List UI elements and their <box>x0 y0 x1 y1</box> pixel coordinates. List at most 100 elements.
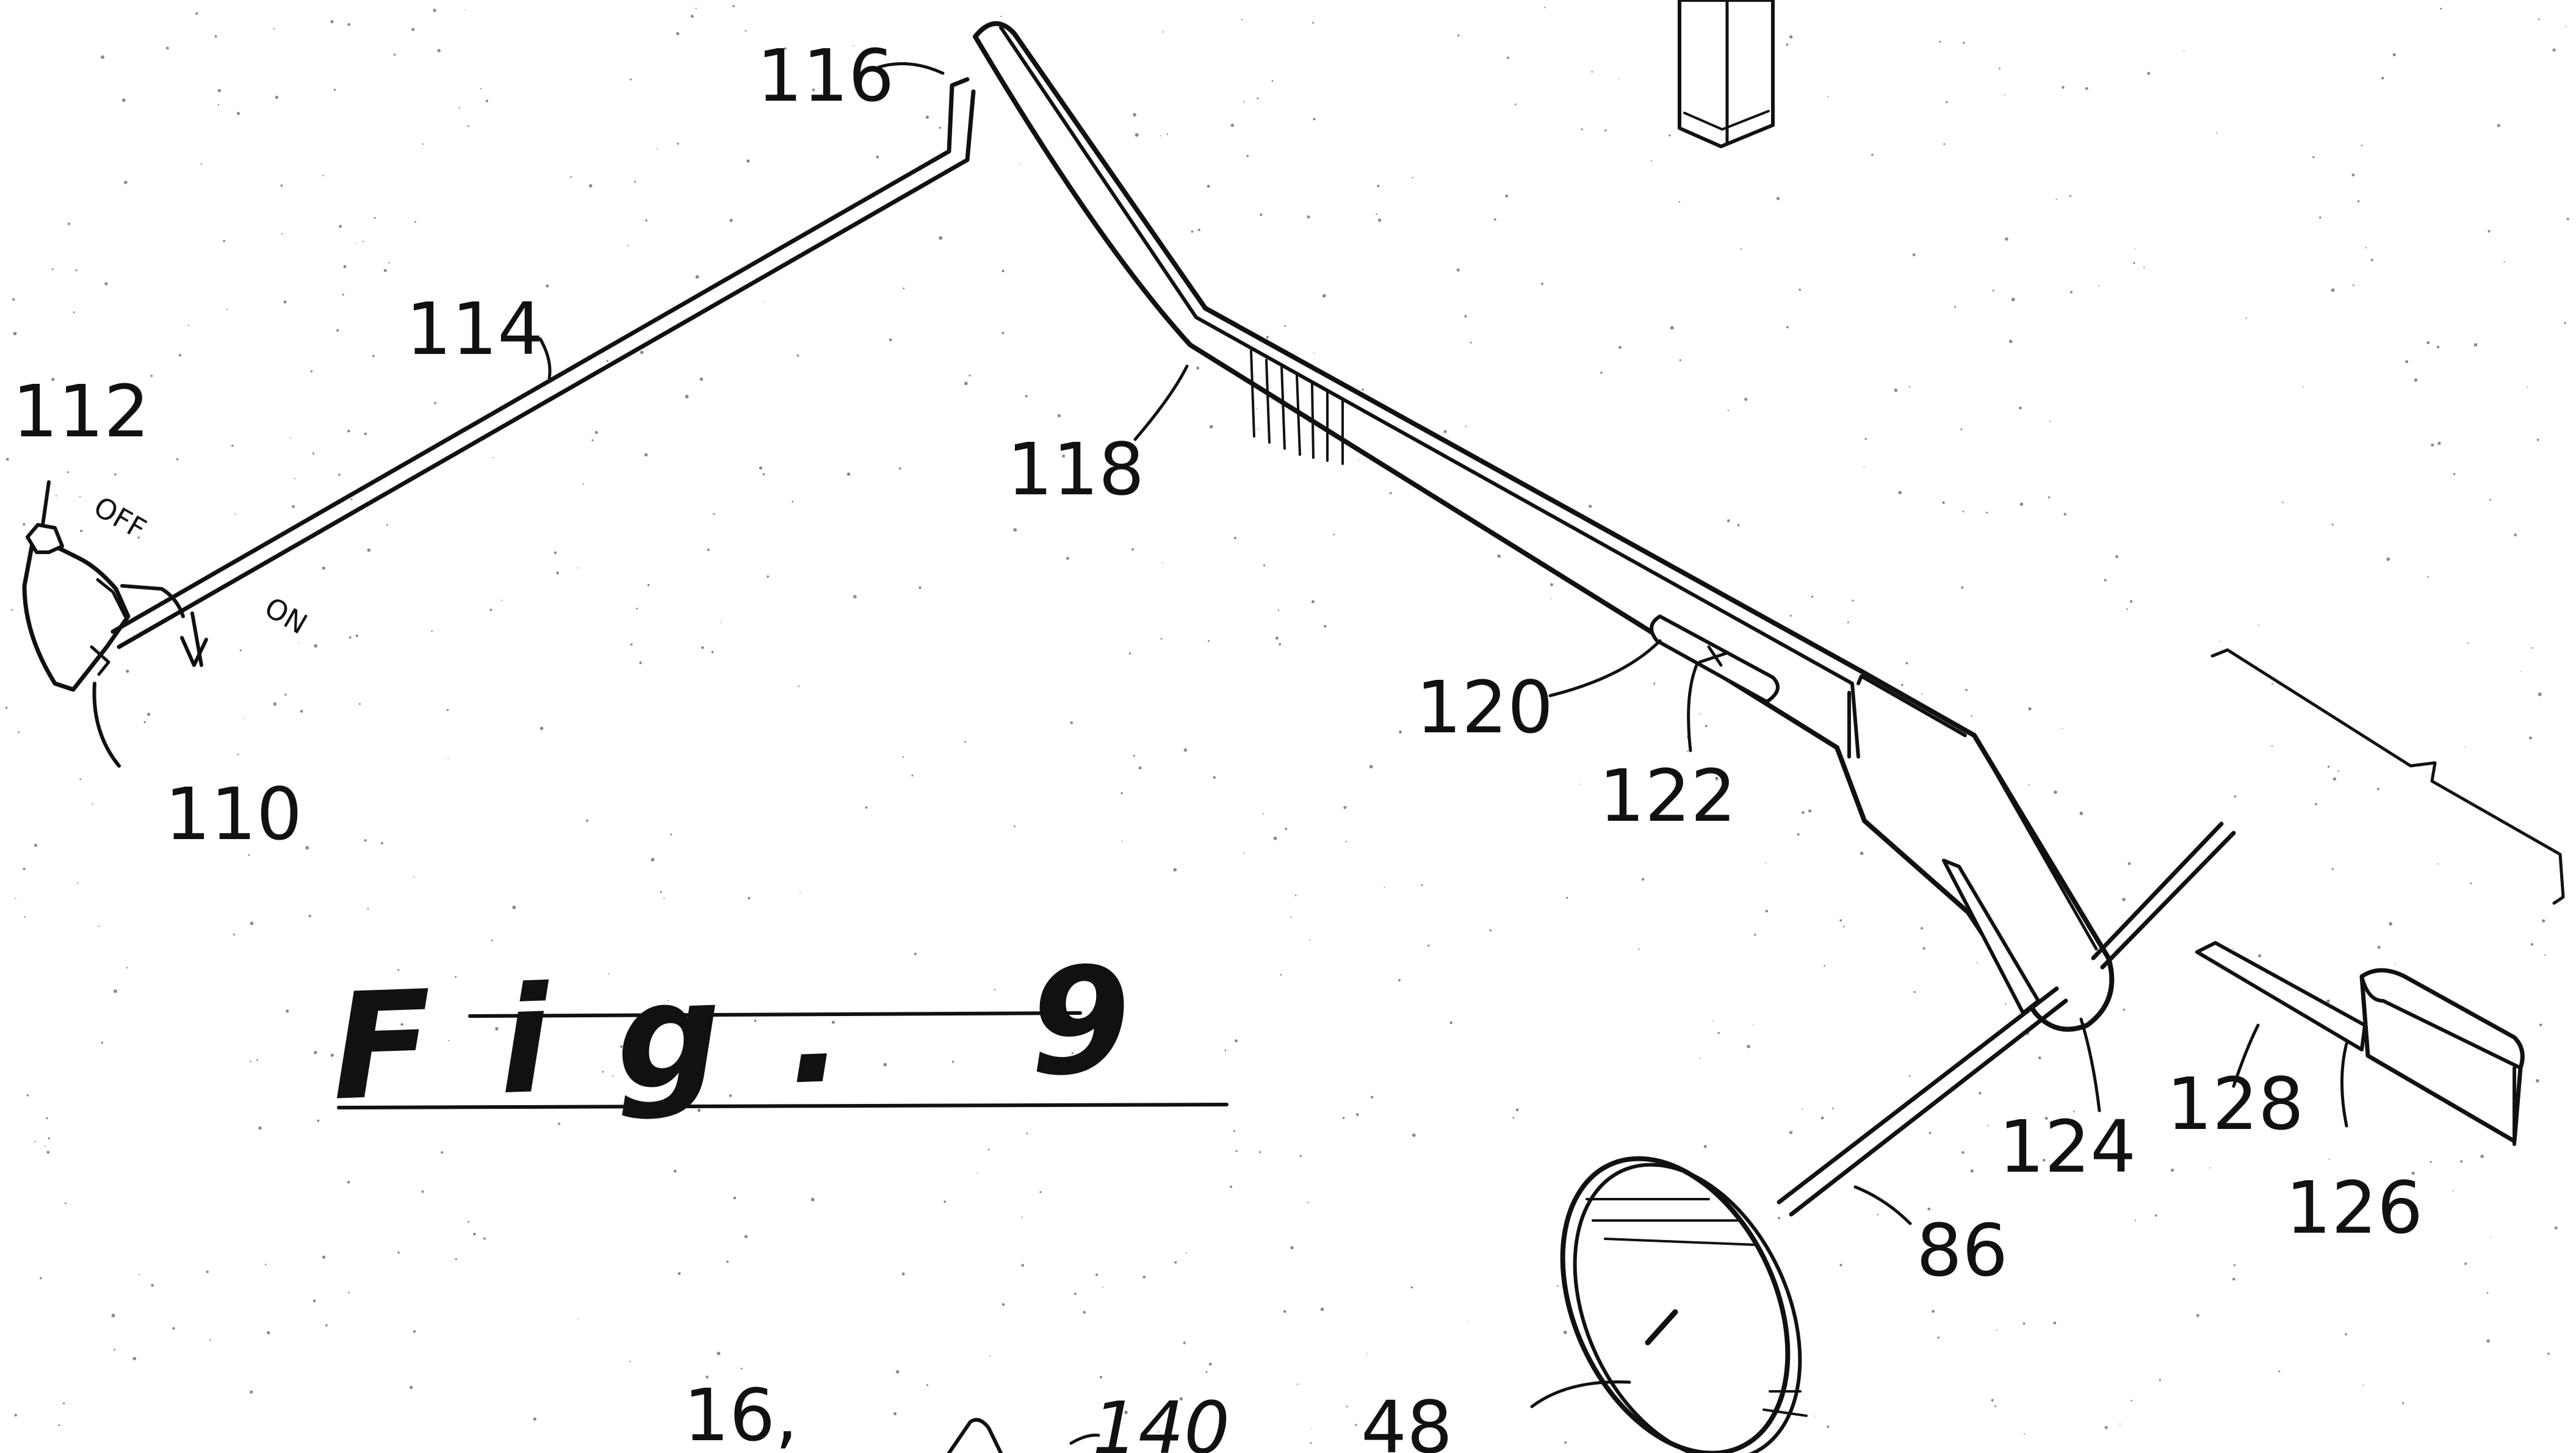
speckle-dot <box>364 432 367 436</box>
speckle-dot <box>740 1368 743 1370</box>
speckle-dot <box>1747 1045 1750 1048</box>
speckle-dot <box>2062 727 2063 729</box>
speckle-dot <box>1039 1191 1042 1194</box>
speckle-dot <box>1412 176 1413 179</box>
speckle-dot <box>2376 788 2379 790</box>
speckle-dot <box>2127 862 2131 865</box>
speckle-dot <box>1061 985 1064 989</box>
speckle-dot <box>1294 894 1297 896</box>
speckle-dot <box>1122 840 1123 842</box>
speckle-dot <box>2319 216 2322 219</box>
speckle-dot <box>1174 1261 1177 1264</box>
speckle-dot <box>1811 596 1814 598</box>
speckle-dot <box>1066 557 1069 560</box>
speckle-dot <box>2529 736 2532 740</box>
speckle-dot <box>75 269 78 272</box>
speckle-dot <box>554 551 557 555</box>
speckle-dot <box>231 444 234 447</box>
speckle-dot <box>1971 715 1972 717</box>
speckle-dot <box>23 523 26 526</box>
speckle-dot <box>1013 825 1016 827</box>
speckle-dot <box>1099 1375 1102 1379</box>
speckle-dot <box>2331 288 2335 292</box>
speckle-dot <box>46 1150 50 1154</box>
speckle-dot <box>491 939 493 942</box>
speckle-dot <box>914 953 917 956</box>
speckle-dot <box>280 184 283 187</box>
speckle-dot <box>114 1349 116 1351</box>
speckle-dot <box>1505 194 1509 198</box>
speckle-dot <box>1371 1095 1374 1099</box>
speckle-dot <box>695 7 697 9</box>
speckle-dot <box>290 438 291 439</box>
speckle-dot <box>314 1050 317 1055</box>
speckle-dot <box>831 1020 835 1024</box>
speckle-dot <box>1539 718 1542 719</box>
speckle-dot <box>51 268 54 270</box>
speckle-dot <box>413 1330 416 1333</box>
speckle-dot <box>1208 1363 1212 1366</box>
speckle-dot <box>1095 1273 1099 1277</box>
speckle-dot <box>5 458 9 461</box>
speckle-dot <box>1679 359 1681 361</box>
speckle-dot <box>795 100 796 102</box>
speckle-dot <box>2467 642 2469 644</box>
speckle-dot <box>1346 841 1348 843</box>
speckle-dot <box>1366 1352 1368 1354</box>
speckle-dot <box>663 897 665 900</box>
speckle-dot <box>2233 1264 2236 1266</box>
speckle-dot <box>636 607 638 610</box>
speckle-dot <box>1789 615 1792 617</box>
speckle-dot <box>1427 944 1430 947</box>
speckle-dot <box>1162 31 1164 33</box>
speckle-dot <box>2452 1190 2454 1192</box>
speckle-dot <box>726 1260 729 1263</box>
speckle-dot <box>594 431 598 434</box>
speckle-dot <box>1162 562 1163 563</box>
speckle-dot <box>1863 466 1865 467</box>
speckle-dot <box>1939 40 1941 43</box>
speckle-dot <box>330 1053 334 1057</box>
speckle-dot <box>2437 441 2441 445</box>
speckle-dot <box>1799 288 1801 291</box>
speckle-dot <box>2282 501 2284 503</box>
speckle-dot <box>1369 765 1373 769</box>
speckle-dot <box>1070 721 1073 724</box>
speckle-dot <box>13 331 17 336</box>
speckle-dot <box>322 1255 326 1259</box>
speckle-dot <box>1412 1133 1416 1138</box>
speckle-dot <box>176 458 179 461</box>
speckle-dot <box>994 989 996 990</box>
speckle-dot <box>1310 1441 1312 1444</box>
speckle-dot <box>359 703 361 705</box>
speckle-dot <box>2460 1160 2463 1163</box>
speckle-dot <box>1937 1336 1939 1339</box>
speckle-dot <box>2565 26 2566 27</box>
speckle-dot <box>699 377 704 381</box>
label-48: 48 <box>1361 1385 1452 1453</box>
speckle-dot <box>281 233 283 235</box>
speckle-dot <box>1205 1371 1208 1373</box>
speckle-dot <box>26 1094 29 1097</box>
speckle-dot <box>14 1413 17 1417</box>
speckle-dot <box>2315 802 2318 806</box>
speckle-dot <box>63 1402 65 1405</box>
speckle-dot <box>2411 1172 2415 1175</box>
speckle-dot <box>1296 1383 1298 1385</box>
speckle-dot <box>2351 173 2355 177</box>
speckle-dot <box>588 184 593 188</box>
speckle-dot <box>1778 1217 1781 1220</box>
speckle-dot <box>1894 388 1898 392</box>
speckle-dot <box>2331 868 2334 870</box>
speckle-dot <box>2337 770 2339 772</box>
speckle-dot <box>1398 979 1401 982</box>
speckle-dot <box>314 644 318 648</box>
speckle-dot <box>569 176 572 178</box>
speckle-dot <box>796 354 799 357</box>
speckle-dot <box>1235 1150 1238 1152</box>
speckle-dot <box>1999 67 2001 70</box>
speckle-dot <box>2028 707 2032 711</box>
speckle-dot <box>124 181 128 184</box>
speckle-dot <box>2536 1079 2539 1083</box>
speckle-dot <box>1827 1425 1830 1428</box>
